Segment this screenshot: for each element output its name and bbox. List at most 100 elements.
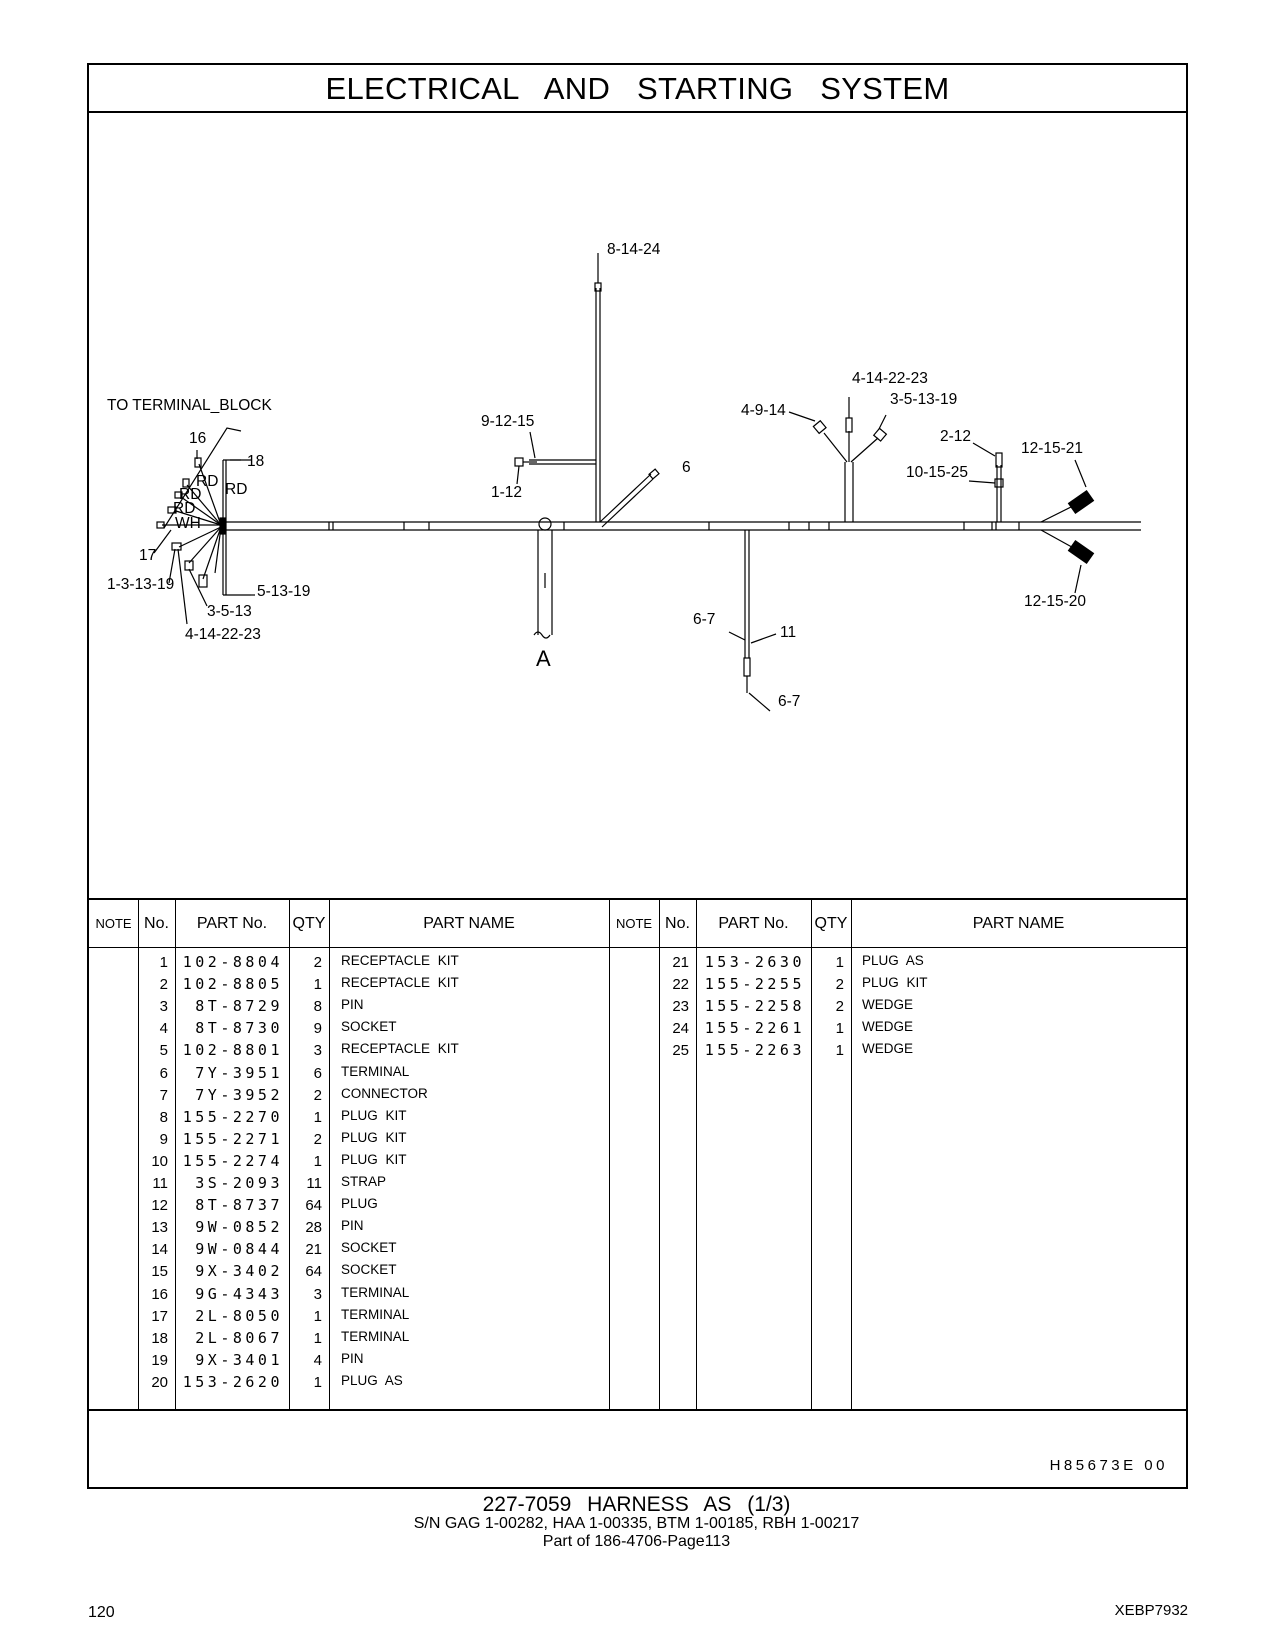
part-name: PIN	[341, 1218, 364, 1234]
part-number: 155-2261	[704, 1019, 805, 1038]
serial-numbers: S/N GAG 1-00282, HAA 1-00335, BTM 1-0018…	[413, 1515, 860, 1532]
part-number: 155-2258	[704, 997, 805, 1016]
quantity: 3	[313, 1042, 322, 1060]
part-name: SOCKET	[341, 1262, 397, 1278]
header-part-no: PART No.	[196, 915, 268, 932]
quantity: 11	[306, 1175, 322, 1192]
part-name: SOCKET	[341, 1019, 397, 1035]
quantity: 3	[313, 1285, 322, 1303]
item-number: 11	[152, 1175, 168, 1192]
document-code: XEBP7932	[1114, 1602, 1188, 1619]
item-number: 13	[151, 1219, 168, 1237]
part-name: TERMINAL	[341, 1328, 410, 1344]
item-number: 12	[151, 1197, 168, 1215]
callout-4-14-22-23-right: 4-14-22-23	[852, 370, 928, 387]
quantity: 21	[305, 1241, 322, 1259]
harness-diagram: TO TERMINAL_BLOCK 16 18 RD RD RD RD WH 1…	[89, 113, 1186, 898]
quantity: 28	[305, 1219, 322, 1237]
item-number: 14	[151, 1241, 168, 1259]
part-number: 9G-4343	[195, 1284, 283, 1303]
quantity: 9	[313, 1020, 322, 1038]
part-number: 9W-0844	[195, 1240, 283, 1259]
part-name: PIN	[341, 1350, 364, 1366]
page-number: 120	[88, 1604, 115, 1621]
quantity: 1	[835, 1042, 844, 1060]
header-part-no: PART No.	[718, 915, 789, 932]
part-name: RECEPTACLE KIT	[341, 1041, 459, 1057]
part-number: 2L-8067	[195, 1328, 283, 1347]
quantity: 1	[835, 1020, 844, 1038]
quantity: 8	[313, 998, 322, 1016]
drawing-code: H85673E 00	[1049, 1457, 1168, 1474]
part-name: PLUG KIT	[341, 1151, 407, 1167]
table-footer: H85673E 00	[89, 1411, 1186, 1487]
item-number: 10	[151, 1152, 168, 1170]
part-number: 9X-3402	[195, 1262, 283, 1281]
view-label-a: A	[536, 646, 551, 671]
callout-8-14-24: 8-14-24	[607, 241, 661, 258]
harness-caption: 227-7059 HARNESS AS (1/3)	[482, 1493, 791, 1516]
item-number: 15	[151, 1263, 168, 1281]
item-number: 23	[672, 998, 689, 1016]
part-name: TERMINAL	[341, 1063, 410, 1079]
wire-color-wh: WH	[175, 515, 201, 532]
item-number: 24	[672, 1020, 689, 1038]
part-name: TERMINAL	[341, 1306, 410, 1322]
quantity: 2	[835, 976, 844, 994]
part-number: 155-2271	[182, 1129, 283, 1148]
quantity: 1	[313, 976, 322, 994]
item-number: 20	[151, 1373, 168, 1391]
quantity: 1	[313, 1329, 322, 1347]
item-number: 21	[672, 954, 689, 971]
part-number: 7Y-3951	[195, 1063, 283, 1082]
wire-color-rd: RD	[173, 500, 195, 517]
quantity: 6	[313, 1064, 322, 1082]
part-name: TERMINAL	[341, 1284, 410, 1300]
part-number: 2L-8050	[195, 1306, 283, 1325]
quantity: 64	[305, 1263, 322, 1281]
part-name: PLUG KIT	[341, 1129, 407, 1145]
item-number: 19	[151, 1351, 168, 1369]
part-name: PLUG KIT	[862, 975, 928, 991]
callout-3-5-13-19: 3-5-13-19	[890, 391, 957, 408]
part-number: 102-8804	[182, 953, 283, 971]
callout-12-15-20: 12-15-20	[1024, 593, 1086, 610]
item-number: 22	[672, 976, 689, 994]
item-number: 9	[159, 1130, 168, 1148]
part-name: PLUG	[341, 1196, 378, 1212]
item-number: 4	[159, 1020, 168, 1038]
drawing-frame: ELECTRICAL AND STARTING SYSTEM	[87, 63, 1188, 1489]
quantity: 2	[313, 1086, 322, 1104]
callout-12-15-21: 12-15-21	[1021, 440, 1083, 457]
wire-color-rd: RD	[179, 486, 201, 503]
part-name: PLUG KIT	[341, 1107, 407, 1123]
parts-table: NOTE No. PART No. QTY PART NAME NOTE No.…	[89, 898, 1186, 1411]
header-part-name: PART NAME	[972, 915, 1065, 932]
header-qty: QTY	[814, 915, 848, 932]
callout-6-7: 6-7	[778, 693, 800, 710]
harness-drawing: TO TERMINAL_BLOCK 16 18 RD RD RD RD WH 1…	[107, 241, 1141, 712]
item-number: 25	[672, 1042, 689, 1060]
callout-3-5-13: 3-5-13	[207, 603, 252, 620]
item-number: 2	[159, 976, 168, 994]
part-number: 155-2274	[182, 1151, 283, 1170]
part-name: RECEPTACLE KIT	[341, 953, 459, 968]
header-note: NOTE	[95, 916, 132, 931]
part-name: SOCKET	[341, 1240, 397, 1256]
quantity: 1	[835, 954, 844, 971]
part-number: 155-2270	[182, 1107, 283, 1126]
part-name: WEDGE	[862, 1019, 914, 1035]
callout-17: 17	[139, 547, 156, 564]
quantity: 1	[313, 1152, 322, 1170]
quantity: 1	[313, 1108, 322, 1126]
